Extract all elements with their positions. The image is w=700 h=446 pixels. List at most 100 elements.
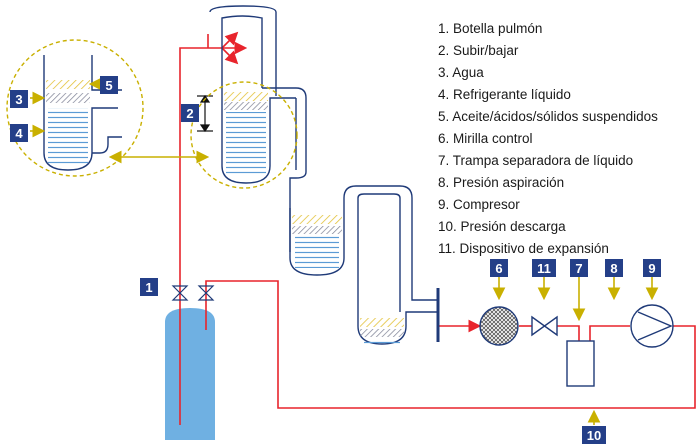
legend-item: 3. Agua (438, 62, 658, 84)
detail-callout-arrows (30, 77, 102, 138)
oil-layer-v4 (360, 318, 404, 327)
svg-text:9: 9 (648, 261, 655, 276)
callout-badge-4: 4 (10, 124, 28, 142)
legend-number: 1 (438, 21, 446, 36)
svg-text:8: 8 (610, 261, 617, 276)
legend-text: Botella pulmón (453, 21, 543, 36)
zoom-circle-vessel (190, 81, 298, 189)
legend-number: 8 (438, 175, 446, 190)
solids-layer-detail (46, 93, 90, 103)
legend-number: 6 (438, 131, 446, 146)
legend-item: 5. Aceite/ácidos/sólidos suspendidos (438, 106, 658, 128)
svg-text:4: 4 (15, 126, 23, 141)
vessel-2 (221, 84, 296, 184)
component-callout-arrows (492, 277, 659, 425)
legend-text: Presión aspiración (453, 175, 565, 190)
legend-separator: . (445, 65, 453, 80)
sight-glass (479, 306, 519, 346)
legend-item: 11. Dispositivo de expansión (438, 238, 658, 260)
svg-text:2: 2 (186, 106, 193, 121)
solids-layer-v3 (292, 226, 342, 234)
legend-number: 2 (438, 43, 446, 58)
legend-text: Compresor (453, 197, 520, 212)
legend-number: 3 (438, 65, 446, 80)
legend-separator: . (445, 87, 454, 102)
compressor-symbol (637, 311, 673, 341)
legend-separator: . (445, 131, 454, 146)
legend-item: 7. Trampa separadora de líquido (438, 150, 658, 172)
water-layer-v2 (226, 112, 266, 174)
compressor (630, 304, 674, 348)
svg-text:7: 7 (575, 261, 582, 276)
zoom-circle-detail (6, 39, 144, 177)
oil-layer-v3 (292, 215, 342, 224)
refrigerant-pipes (179, 47, 696, 425)
solids-layer-v4 (360, 329, 404, 337)
legend-text: Refrigerante líquido (453, 87, 571, 102)
water-layer-v4 (364, 339, 400, 344)
callout-badge-10: 10 (582, 426, 606, 444)
up-down-arrow (197, 94, 213, 133)
legend-text: Aceite/ácidos/sólidos suspendidos (452, 109, 658, 124)
callout-badge-7: 7 (570, 259, 588, 277)
svg-text:3: 3 (15, 92, 22, 107)
legend-text: Dispositivo de expansión (459, 241, 609, 256)
legend-separator: . (445, 43, 454, 58)
top-u-bend (209, 5, 277, 96)
valve-vapor (197, 285, 215, 301)
liquid-line (179, 47, 218, 425)
svg-text:11: 11 (537, 261, 551, 276)
callout-badge-9: 9 (643, 259, 661, 277)
svg-text:10: 10 (587, 428, 601, 443)
legend-item: 4. Refrigerante líquido (438, 84, 658, 106)
liquid-line-valve-branch (205, 280, 696, 409)
cylinder-valves (171, 285, 215, 301)
legend-item: 2. Subir/bajar (438, 40, 658, 62)
legend-text: Subir/bajar (453, 43, 519, 58)
callout-badge-3: 3 (10, 90, 28, 108)
legend-number: 5 (438, 109, 446, 124)
svg-text:5: 5 (105, 78, 112, 93)
legend-item: 1. Botella pulmón (438, 18, 658, 40)
callout-badge-8: 8 (605, 259, 623, 277)
legend-item: 8. Presión aspiración (438, 172, 658, 194)
legend-separator: . (452, 241, 460, 256)
vessel-3 (289, 185, 438, 301)
vessel-chain (209, 5, 438, 345)
legend-item: 6. Mirilla control (438, 128, 658, 150)
legend-separator: . (445, 175, 454, 190)
legend-separator: . (445, 21, 454, 36)
callout-badge-2: 2 (181, 104, 199, 122)
legend-text: Presión descarga (460, 219, 566, 234)
callout-badge-5: 5 (100, 76, 118, 94)
trap-to-compressor (589, 325, 630, 341)
legend-item: 10. Presión descarga (438, 216, 658, 238)
solids-layer-v2 (224, 102, 268, 110)
legend-text: Trampa separadora de líquido (452, 153, 634, 168)
valve-liquid (171, 285, 189, 301)
legend-separator: . (453, 219, 461, 234)
legend-text: Mirilla control (453, 131, 533, 146)
legend-separator: . (445, 109, 453, 124)
callout-badge-11: 11 (532, 259, 556, 277)
oil-layer-detail (46, 80, 90, 89)
liquid-trap (566, 340, 595, 387)
legend-item: 9. Compresor (438, 194, 658, 216)
legend-number: 10 (438, 219, 454, 234)
legend-text: Agua (452, 65, 484, 80)
callout-badge-1: 1 (140, 278, 158, 296)
callout-badge-6: 6 (490, 259, 508, 277)
recovery-cylinder (165, 308, 215, 440)
water-layer-detail (48, 108, 88, 164)
legend-number: 11 (438, 241, 453, 256)
expansion-device (531, 315, 558, 337)
svg-text:6: 6 (495, 261, 502, 276)
legend-separator: . (445, 197, 454, 212)
legend-separator: . (445, 153, 453, 168)
line-to-trap (557, 325, 580, 341)
water-layer-v3 (295, 236, 339, 268)
legend-number: 7 (438, 153, 446, 168)
legend-number: 9 (438, 197, 446, 212)
